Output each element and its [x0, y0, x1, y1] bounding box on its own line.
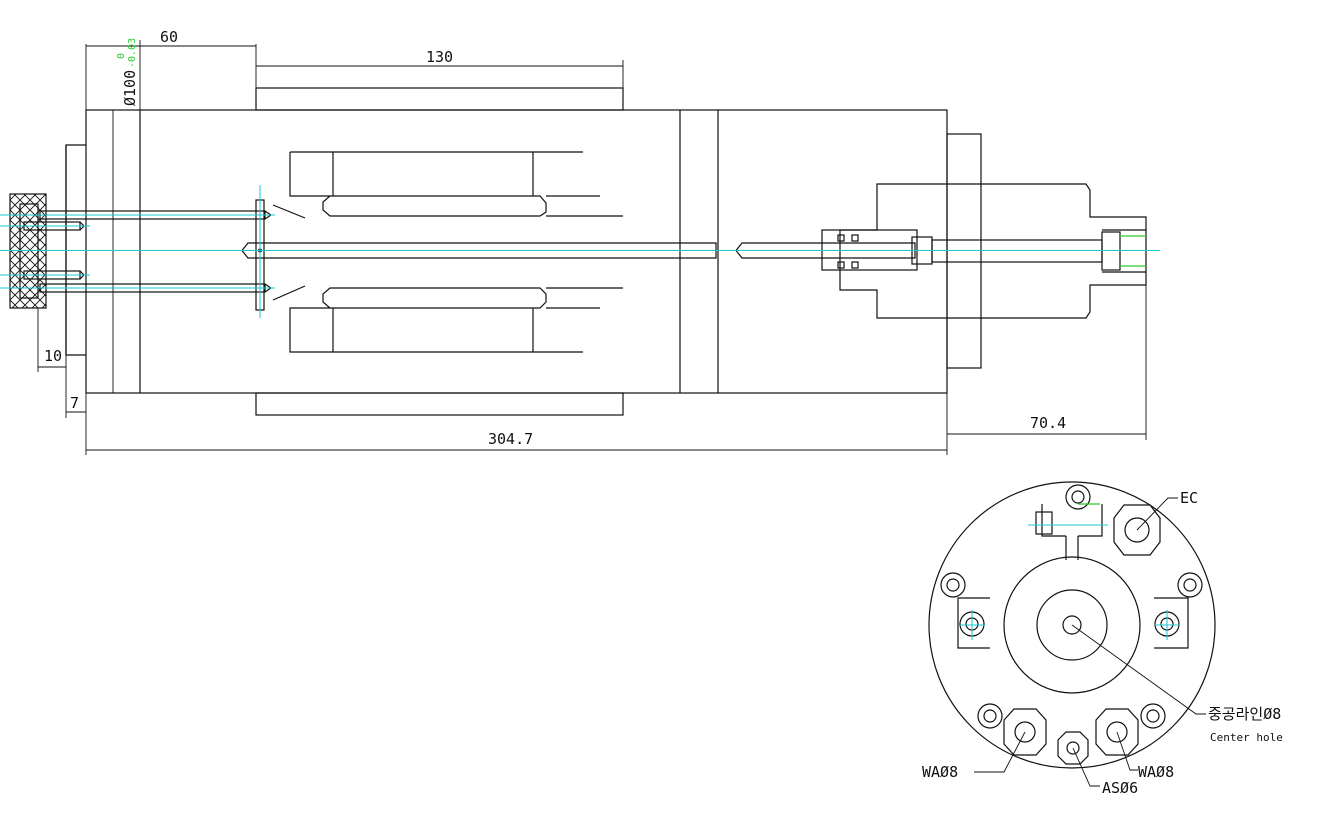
label-center-en: Center hole	[1210, 731, 1283, 744]
wa-fitting-left	[1003, 708, 1047, 756]
centerlines-side	[0, 185, 1160, 318]
center-hole	[1062, 615, 1082, 635]
label-ec: EC	[1180, 489, 1198, 507]
dim-10: 10	[44, 347, 62, 365]
label-as: ASØ6	[1102, 779, 1138, 797]
ec-fitting	[1113, 504, 1161, 556]
wa-fitting-right	[1095, 708, 1139, 756]
dim-tolerance-lower: -0.03	[127, 38, 138, 68]
coil-band-top	[255, 87, 624, 111]
upper-cartridge	[272, 151, 623, 219]
dim-130: 130	[426, 48, 453, 66]
side-view: 60 130 Ø100 0 -0.03 10 7 304.7 70.4	[0, 28, 1160, 455]
lower-cartridge	[272, 285, 623, 353]
dim-7: 7	[70, 394, 79, 412]
dim-tolerance-upper: 0	[116, 53, 127, 59]
dim-60: 60	[160, 28, 178, 46]
leader-lines	[974, 497, 1206, 787]
label-wa-right: WAØ8	[1138, 763, 1174, 781]
dim-diameter: Ø100	[121, 70, 139, 106]
dim-304: 304.7	[488, 430, 533, 448]
as-fitting	[1057, 731, 1089, 765]
end-view-outer-circle	[928, 481, 1216, 769]
end-view: EC 중공라인Ø8 Center hole WAØ8 ASØ6 WAØ8	[922, 481, 1283, 797]
dim-70: 70.4	[1030, 414, 1066, 432]
dimension-lines	[37, 40, 1147, 455]
coil-band-bottom	[255, 392, 624, 416]
label-center-kr: 중공라인Ø8	[1208, 705, 1281, 723]
label-wa-left: WAØ8	[922, 763, 958, 781]
